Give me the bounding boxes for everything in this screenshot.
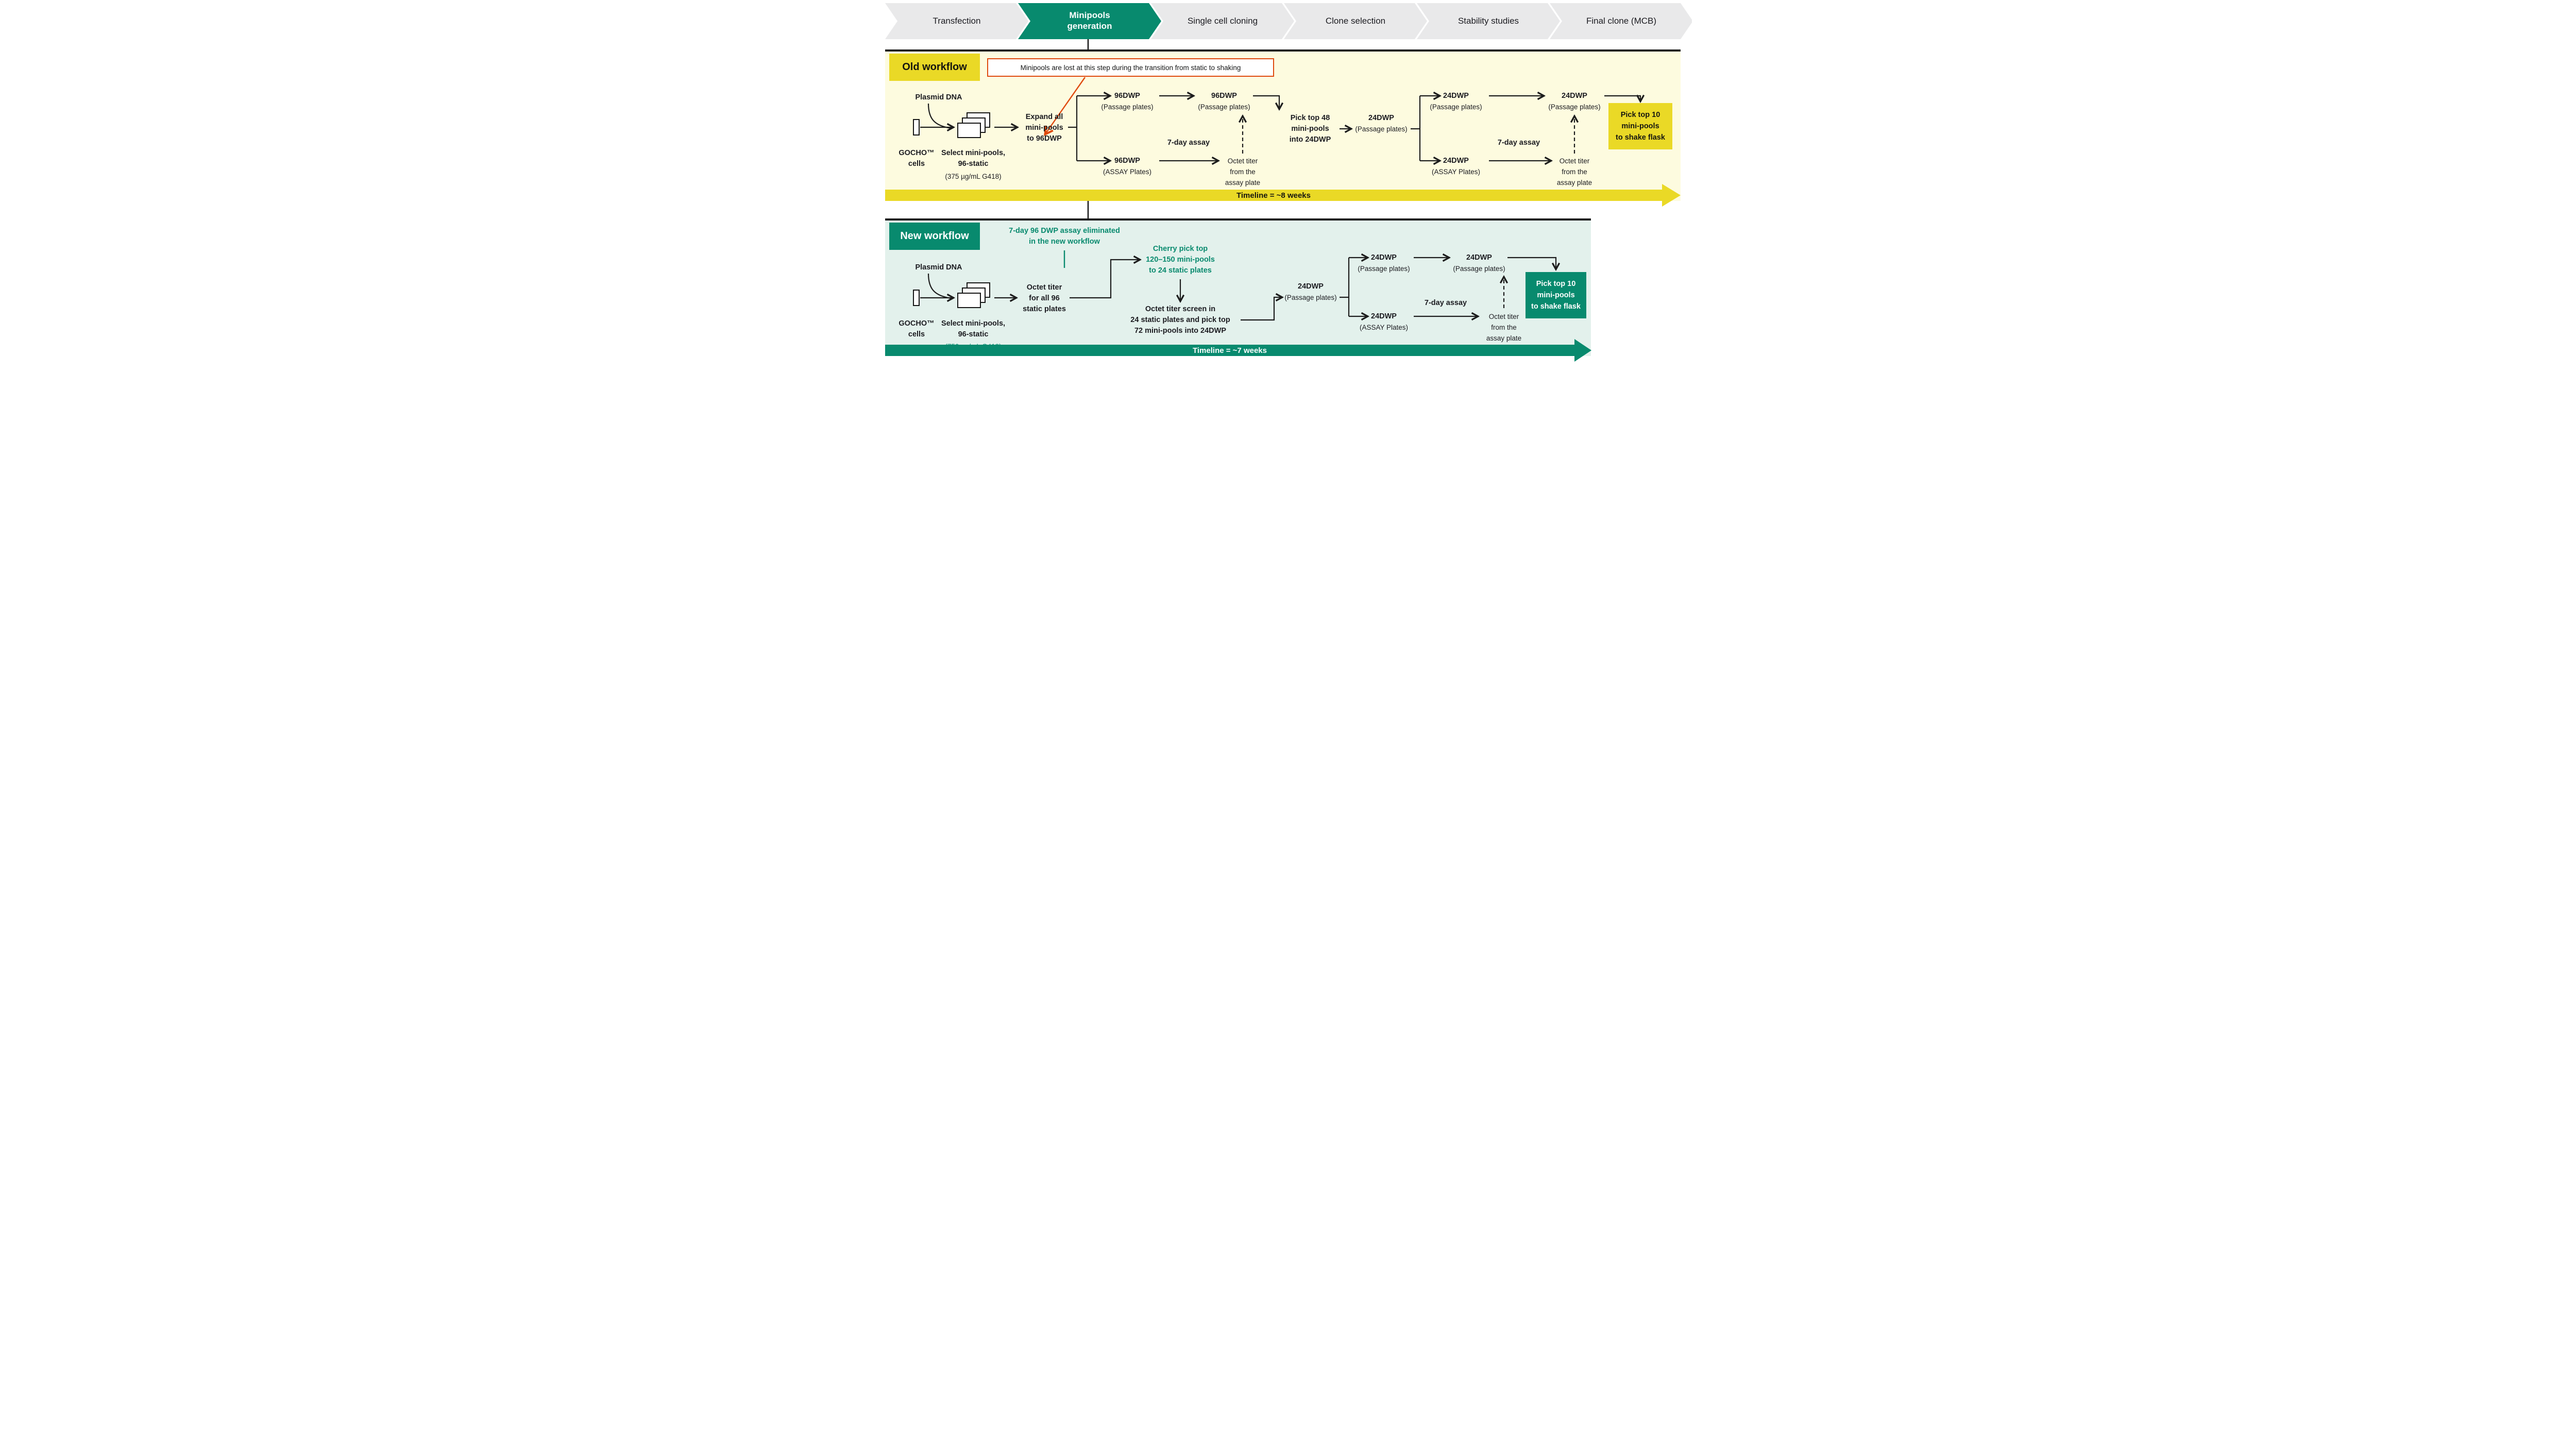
old-pick-top-10-box: Pick top 10 mini-pools to shake flask [1608,103,1672,149]
new-gocho-cells-label: GOCHO™ cells [899,319,935,338]
new-cherry-pick-label: Cherry pick top 120–150 mini-pools to 24… [1146,245,1215,275]
stage-single-cell-cloning: Single cell cloning [1151,3,1294,39]
new-timeline-arrowhead-icon [1574,339,1591,362]
stage-stability-studies: Stability studies [1417,3,1560,39]
new-select-minipools-label: Select mini-pools, 96-static [941,319,1006,338]
old-cell-tube-icon [913,119,920,136]
old-select-minipools-label: Select mini-pools, 96-static [941,149,1006,168]
stage-final-clone-mcb: Final clone (MCB) [1550,3,1692,39]
new-workflow-panel [885,218,1591,356]
stage-clone-selection: Clone selection [1284,3,1427,39]
old-24dwp-passage-1: 24DWP(Passage plates) [1355,114,1408,133]
new-7-day-assay-label: 7-day assay [1424,299,1467,307]
new-24dwp-assay: 24DWP(ASSAY Plates) [1359,312,1409,331]
new-cell-tube-icon [913,290,920,306]
old-timeline-arrowhead-icon [1662,184,1681,207]
new-octet-all-label: Octet titer for all 96 static plates [1023,283,1066,313]
old-24dwp-passage-2: 24DWP(Passage plates) [1430,92,1482,111]
old-octet-titer-2: Octet titer from the assay plate [1556,157,1592,187]
old-96dwp-assay: 96DWP(ASSAY Plates) [1103,157,1152,176]
old-gocho-cells-label: GOCHO™ cells [899,149,935,168]
new-24dwp-passage-2: 24DWP(Passage plates) [1358,253,1410,273]
old-24dwp-passage-3: 24DWP(Passage plates) [1548,92,1601,111]
new-plasmid-dna-label: Plasmid DNA [915,263,962,272]
new-octet-screen-label: Octet titer screen in 24 static plates a… [1130,305,1230,335]
old-plasmid-dna-label: Plasmid DNA [915,93,962,101]
old-24dwp-assay: 24DWP(ASSAY Plates) [1431,157,1481,176]
old-7-day-assay-label-1: 7-day assay [1167,139,1210,147]
old-pick-top-48-label: Pick top 48 mini-pools into 24DWP [1289,114,1331,144]
old-7-day-assay-label-2: 7-day assay [1497,139,1540,147]
old-octet-titer-1: Octet titer from the assay plate [1225,157,1261,187]
old-96dwp-passage-1: 96DWP(Passage plates) [1101,92,1154,111]
new-pick-top-10-box: Pick top 10 mini-pools to shake flask [1526,272,1586,318]
new-assay-eliminated-note: 7-day 96 DWP assay eliminated in the new… [1009,227,1120,246]
minipools-lost-callout: Minipools are lost at this step during t… [987,58,1274,77]
new-octet-titer: Octet titer from the assay plate [1486,313,1522,342]
new-plate-front-icon [957,293,981,308]
old-timeline-bar: Timeline = ~8 weeks [885,190,1662,201]
new-24dwp-passage-1: 24DWP(Passage plates) [1284,282,1337,301]
new-timeline-bar: Timeline = ~7 weeks [885,345,1574,356]
old-96dwp-passage-2: 96DWP(Passage plates) [1198,92,1250,111]
old-plate-front-icon [957,123,981,138]
new-24dwp-passage-3: 24DWP(Passage plates) [1453,253,1505,273]
old-expand-label: Expand all mini-pools to 96DWP [1025,113,1063,143]
stage-minipools-generation: Minipools generation [1018,3,1161,39]
new-workflow-label: New workflow [889,223,980,250]
stage-transfection: Transfection [885,3,1028,39]
old-g418-note: (375 µg/mL G418) [945,173,1002,180]
old-workflow-label: Old workflow [889,54,980,81]
workflow-comparison-diagram: Transfection Minipools generation Single… [884,0,1692,366]
